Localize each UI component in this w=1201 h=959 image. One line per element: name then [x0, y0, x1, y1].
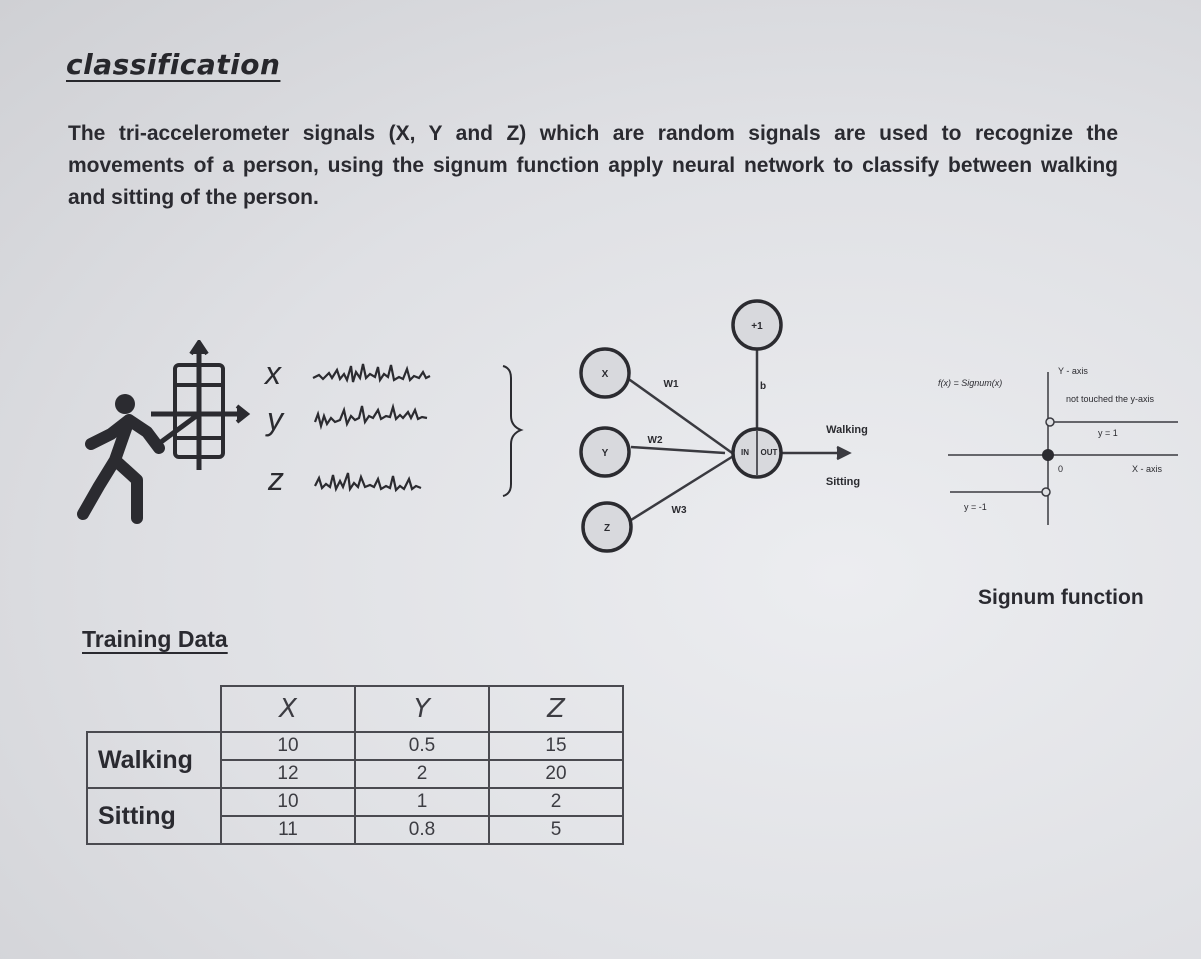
- table-row: 11 0.8 5: [87, 815, 624, 845]
- zero-label: 0: [1058, 464, 1063, 474]
- training-data-table: X Y Z Walking 10 0.5 15 12 2 20 Sitting …: [86, 685, 624, 845]
- table-cell: 12: [220, 759, 356, 789]
- accelerometer-device-icon: [151, 340, 251, 470]
- signum-caption: Signum function: [978, 586, 1144, 609]
- signal-z-label: z: [267, 461, 284, 497]
- signal-x-label: x: [263, 355, 282, 391]
- signal-y-label: y: [265, 401, 285, 437]
- table-cell: 0.8: [354, 815, 490, 845]
- walking-class-label: Walking: [86, 731, 222, 789]
- table-row: Sitting 10 1 2: [86, 787, 624, 845]
- walking-person-icon: [77, 394, 165, 524]
- training-data-title: Training Data: [82, 626, 228, 652]
- weight-w2-label: W2: [648, 435, 663, 446]
- output-walking-label: Walking: [826, 424, 868, 436]
- bias-node: [731, 299, 783, 351]
- output-sitting-label: Sitting: [826, 476, 860, 488]
- header-x: X: [220, 685, 356, 733]
- input-node-z: [581, 501, 633, 553]
- signal-y-waveform: [313, 402, 428, 431]
- table-cell: 2: [354, 759, 490, 789]
- header-z: Z: [488, 685, 624, 733]
- neuron-in-label: IN: [741, 448, 749, 457]
- table-cell: 1: [354, 787, 490, 817]
- table-cell: 10: [220, 731, 356, 761]
- accelerometer-figure: x y z: [77, 340, 524, 524]
- neuron-out-label: OUT: [761, 448, 778, 457]
- input-node-x: [579, 347, 631, 399]
- signum-formula: f(x) = Signum(x): [938, 378, 1002, 388]
- neural-network-diagram: X Y Z +1 b W1 W2 W3 IN OUT Walking Sitti…: [579, 299, 868, 553]
- table-corner-cell: [87, 686, 222, 733]
- signum-graph: f(x) = Signum(x) Y - axis not touched th…: [938, 366, 1178, 525]
- y-axis-label: Y - axis: [1058, 366, 1088, 376]
- bias-label: b: [760, 381, 766, 392]
- table-header-row: X Y Z: [87, 685, 624, 733]
- open-point-negative: [1041, 487, 1051, 497]
- y-positive-label: y = 1: [1098, 428, 1118, 438]
- table-cell: 2: [488, 787, 624, 817]
- input-z-label: Z: [604, 523, 610, 534]
- origin-point: [1042, 449, 1054, 461]
- note-label: not touched the y-axis: [1066, 394, 1155, 404]
- header-y: Y: [354, 685, 490, 733]
- signal-z-waveform: [314, 472, 422, 493]
- signals-brace: [502, 365, 524, 497]
- signal-x-waveform: [312, 363, 431, 384]
- table-row: Walking 10 0.5 15: [86, 731, 624, 789]
- x-axis-label: X - axis: [1132, 464, 1163, 474]
- y-negative-label: y = -1: [964, 502, 987, 512]
- input-y-label: Y: [602, 448, 609, 459]
- input-node-y: [579, 426, 631, 478]
- open-point-positive: [1045, 417, 1055, 427]
- table-cell: 20: [488, 759, 624, 789]
- weight-w3-label: W3: [672, 505, 687, 516]
- sitting-class-label: Sitting: [86, 787, 222, 845]
- page-title: classification: [66, 48, 281, 81]
- table-cell: 5: [488, 815, 624, 845]
- table-cell: 0.5: [354, 731, 490, 761]
- table-cell: 11: [220, 815, 356, 845]
- weight-w1-label: W1: [664, 379, 679, 390]
- table-cell: 15: [488, 731, 624, 761]
- problem-statement: The tri-accelerometer signals (X, Y and …: [68, 122, 1118, 209]
- bias-node-label: +1: [751, 321, 763, 332]
- table-cell: 10: [220, 787, 356, 817]
- input-x-label: X: [602, 369, 609, 380]
- table-row: 12 2 20: [87, 759, 624, 789]
